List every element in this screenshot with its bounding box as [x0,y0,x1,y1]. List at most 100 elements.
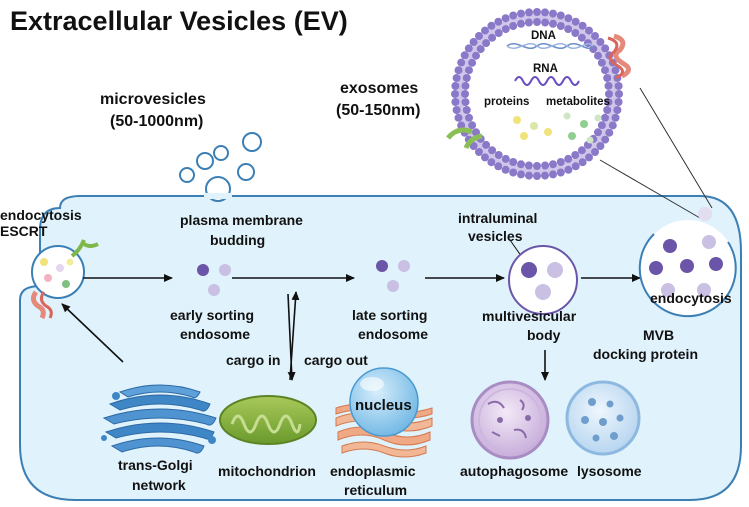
lipid-head [556,168,565,177]
microvesicle-budding [179,132,262,202]
lipid-head [501,154,510,163]
exosome-bilayer-tails [457,14,617,174]
lipid-head [465,113,473,122]
lipid-head [517,160,525,169]
lipid-head [509,168,518,177]
multivesicular-body-label: body [527,327,561,343]
lipid-head [614,82,623,90]
dna-icon [506,43,594,49]
lipid-head [481,153,489,162]
dna-label: DNA [531,30,556,42]
lipid-head [604,81,613,90]
lipid-head [457,121,466,130]
golgi-icon [101,384,217,454]
lipid-head [476,45,485,54]
lipid-head [594,51,602,60]
lipid-head [482,39,491,48]
plasma-membrane-budding-label: budding [210,232,266,248]
lipid-head [605,90,613,98]
lipid-head [601,135,610,144]
lipid-head [454,113,463,122]
lipid-head [461,98,470,107]
lipid-head [608,121,617,130]
autophagosome-icon [470,380,550,460]
lipid-head [541,8,549,17]
lipid-head [603,74,612,82]
lipid-head [533,162,541,170]
lipid-head [488,33,497,42]
lipid-head [494,162,503,171]
lipid-head [488,146,497,155]
lipid-head [457,58,466,67]
lipid-head [591,148,599,156]
microvesicles-size-label: (50-1000nm) [110,113,204,130]
lipid-head [482,140,491,149]
lipid-head [603,106,612,114]
lipid-head [468,121,477,130]
lipid-head [578,158,587,167]
lipid-head [451,98,460,106]
escrt-pit [30,239,99,320]
receptor-protein-icon [446,33,631,150]
early-sorting-label: early sorting [170,307,255,323]
plasma-membrane-label: plasma membrane [180,212,303,228]
lipid-head [461,90,469,98]
endocytosis-pit [638,207,737,318]
lipid-head [601,113,609,122]
lipid-head [613,106,622,114]
lipid-head [454,66,463,75]
lipid-head [549,9,557,18]
lipid-head [468,58,477,67]
lipid-head [611,66,620,75]
lipid-head [564,154,573,163]
late-sorting-endosome [376,260,410,292]
lipid-head [461,81,470,90]
early-sorting-endosome-label: endosome [180,326,251,342]
lipid-head [472,128,480,137]
endocytosis-right-label: endocytosis [650,290,732,306]
microvesicles-label: microvesicles [100,91,206,108]
intraluminal-vesicles-label: vesicles [468,228,523,244]
multivesicular-body [508,245,578,315]
lipid-head [465,66,473,75]
lipid-head [494,17,503,26]
lipid-head [604,98,613,107]
lipid-head [501,165,510,174]
nucleus-label: nucleus [355,397,412,414]
mitochondrion-icon [219,395,317,445]
lipid-head [452,74,461,82]
lipid-head [487,21,496,30]
lipid-head [517,9,525,18]
exosomes-label: exosomes [340,80,419,97]
lipid-head [494,151,503,159]
lipid-head [487,158,496,167]
lipid-head [524,161,533,170]
lipid-head [585,153,593,162]
lipid-head [591,32,599,40]
lipid-head [525,8,533,17]
lipid-head [578,21,587,30]
lipid-head [549,19,557,28]
lipid-head [501,25,510,34]
nucleus-icon [349,367,419,437]
lipid-head [549,160,557,169]
exosomes-size-label: (50-150nm) [336,102,421,119]
lipid-head [452,106,461,114]
lipid-head [533,172,541,180]
early-sorting-endosome [197,264,231,296]
lipid-head [469,142,478,150]
lipid-head [615,90,623,98]
lipid-head [594,128,602,137]
lipid-head [564,165,573,174]
lysosome-label: lysosome [577,463,642,479]
lipid-head [556,22,565,30]
lipid-head [533,18,541,26]
lipid-head [472,51,480,60]
lipid-head [556,11,565,20]
autophagosome-label: autophagosome [460,463,569,479]
er-reticulum-label: reticulum [344,482,408,498]
proteins-label: proteins [484,96,530,108]
metabolite-dots [513,112,602,144]
